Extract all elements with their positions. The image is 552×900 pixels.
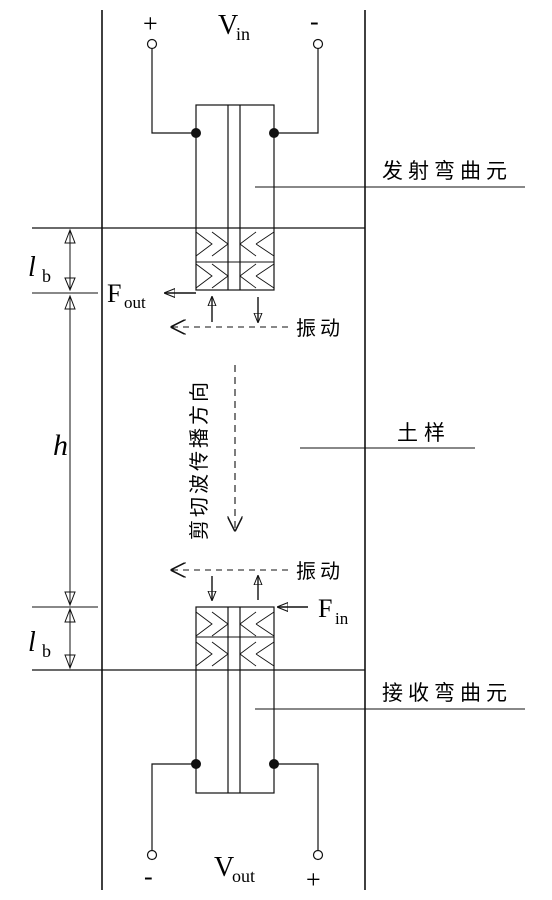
top-right-wire — [274, 45, 319, 134]
f-in-subscript: in — [335, 609, 349, 628]
bottom-right-wire — [274, 763, 319, 852]
bottom-lb-arrow-up — [64, 607, 76, 623]
transmitter-element — [195, 104, 275, 291]
top-lb-arrow-up — [64, 228, 76, 244]
bottom-left-wire — [151, 763, 196, 852]
top-right-junction — [269, 128, 279, 138]
transmitter-label: 发射弯曲元 — [382, 159, 512, 183]
f-out-subscript: out — [124, 293, 146, 312]
v-out-label: V — [214, 852, 234, 883]
top-left-terminal — [146, 38, 158, 50]
bottom-minus-sign: - — [144, 862, 153, 891]
soil-sample-label: 土样 — [397, 421, 451, 445]
h-arrow-down — [64, 591, 76, 607]
top-vibration-label: 振动 — [296, 316, 344, 340]
bottom-plus-sign: + — [306, 865, 321, 894]
top-left-junction — [191, 128, 201, 138]
top-plus-sign: + — [143, 9, 158, 38]
top-lb-subscript: b — [42, 266, 51, 286]
receiver-element — [195, 606, 275, 794]
h-label: h — [53, 429, 68, 462]
receiver-label: 接收弯曲元 — [382, 681, 512, 705]
v-in-subscript: in — [236, 24, 250, 44]
bottom-right-junction — [269, 759, 279, 769]
top-right-terminal — [312, 38, 324, 50]
f-in-label: F — [318, 594, 332, 623]
bottom-vibration-label: 振动 — [296, 559, 344, 583]
top-left-wire — [151, 45, 196, 134]
propagation-label: 剪切波传播方向 — [187, 379, 211, 540]
bottom-lb-arrow-down — [64, 654, 76, 670]
bottom-left-junction — [191, 759, 201, 769]
bottom-left-terminal — [146, 849, 158, 861]
bottom-lb-label: l — [28, 627, 36, 658]
top-lb-arrow-down — [64, 277, 76, 292]
h-arrow-up — [64, 294, 76, 310]
bottom-right-terminal — [312, 849, 324, 861]
f-out-label: F — [107, 279, 121, 308]
v-in-label: V — [218, 10, 238, 41]
top-minus-sign: - — [310, 7, 319, 36]
bottom-lb-subscript: b — [42, 641, 51, 661]
v-out-subscript: out — [232, 866, 255, 886]
top-lb-label: l — [28, 252, 36, 283]
